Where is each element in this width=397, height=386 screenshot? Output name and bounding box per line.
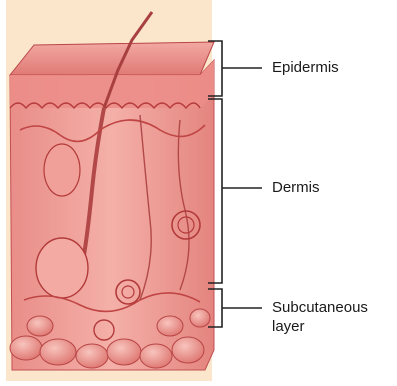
subcutaneous-label-line2: layer [272, 317, 368, 336]
subcutaneous-label-line1: Subcutaneous [272, 298, 368, 317]
bracket-epidermis [208, 41, 262, 96]
epidermis-label: Epidermis [272, 58, 339, 77]
hair-follicle-bulb [36, 238, 88, 298]
bracket-dermis [208, 99, 262, 283]
subcutaneous-layer-label: Subcutaneous layer [272, 298, 368, 336]
dermis-label: Dermis [272, 178, 320, 197]
bracket-subcutaneous [208, 289, 262, 327]
skin-surface [10, 42, 214, 75]
sebaceous-gland [44, 144, 80, 196]
